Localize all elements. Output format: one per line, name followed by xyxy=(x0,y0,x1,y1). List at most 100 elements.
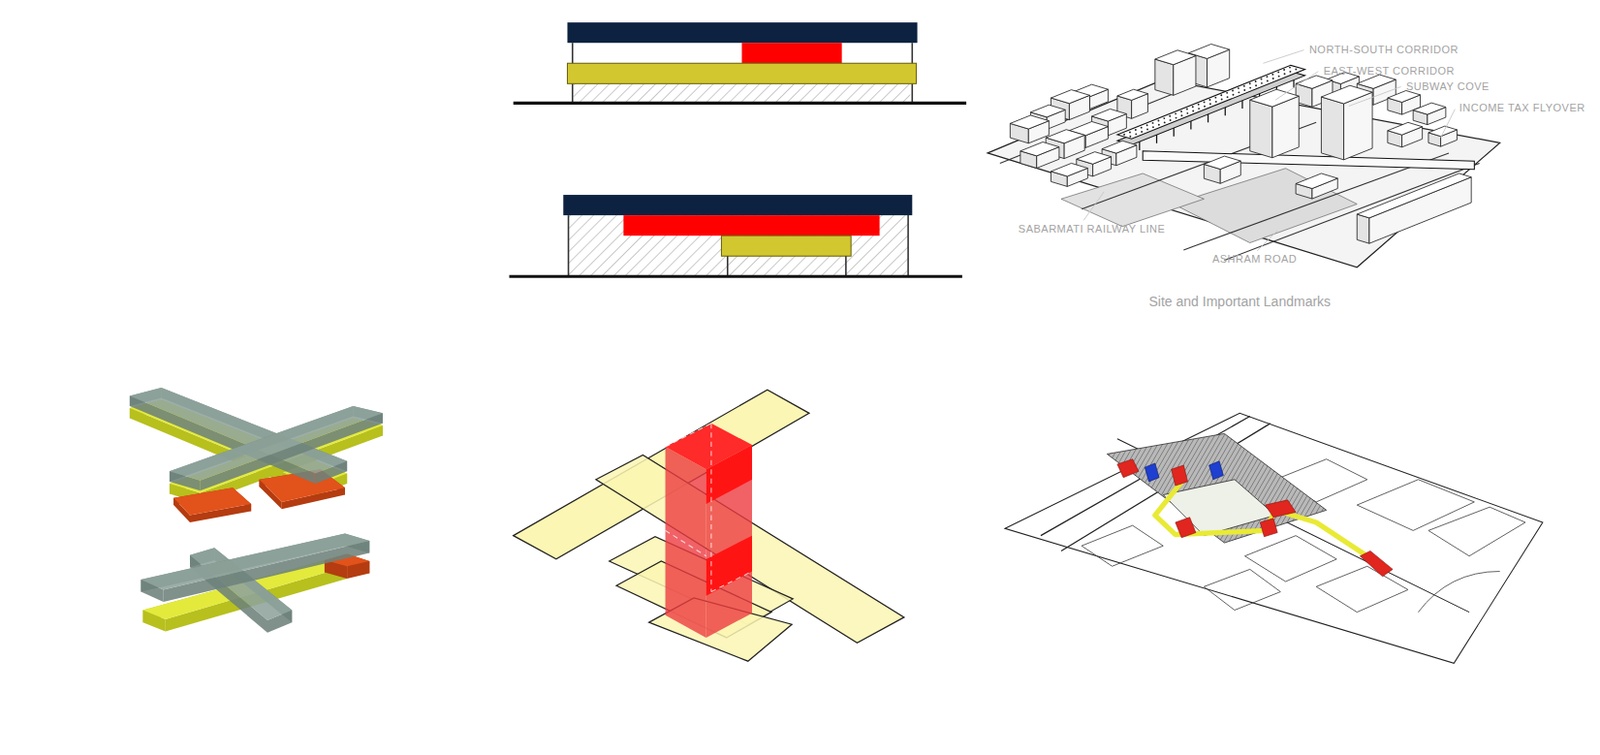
red-block xyxy=(1265,500,1297,518)
planes-diagram xyxy=(513,389,905,661)
deck-dot xyxy=(1146,124,1149,126)
site-ground xyxy=(987,79,1500,268)
deck-dot xyxy=(1231,90,1234,93)
deck-dot xyxy=(1192,110,1194,113)
buildings-back xyxy=(1009,43,1457,148)
building-face xyxy=(1050,162,1088,176)
road-line xyxy=(1223,162,1479,260)
deck-dot xyxy=(1288,66,1291,69)
red-block xyxy=(1171,465,1189,486)
leader-line xyxy=(1083,191,1104,220)
dashed-line xyxy=(665,530,707,556)
core-solid xyxy=(706,444,753,504)
leader-line xyxy=(1256,230,1278,251)
red-block xyxy=(1359,550,1393,576)
deck-dot xyxy=(1272,77,1275,80)
roof-slab xyxy=(566,22,917,43)
deck-dot xyxy=(1192,105,1194,108)
building-face xyxy=(1155,50,1196,65)
building xyxy=(1050,162,1088,187)
deck-dot xyxy=(1134,128,1137,131)
deck-dot xyxy=(1243,89,1246,92)
prism-top xyxy=(173,487,251,515)
deck-dot xyxy=(1215,100,1218,103)
landmark-label: INCOME TAX FLYOVER xyxy=(1459,101,1586,114)
deck-dot xyxy=(1288,70,1291,73)
building-face xyxy=(1320,85,1373,104)
site-plan xyxy=(1004,412,1543,663)
building-face xyxy=(1387,90,1421,102)
core-solid xyxy=(706,535,753,597)
building xyxy=(1020,142,1060,169)
building xyxy=(1428,125,1457,147)
deck-dot xyxy=(1283,68,1286,71)
deck-dot xyxy=(1129,135,1131,138)
building-face xyxy=(1320,96,1344,160)
roof-slab xyxy=(563,194,912,216)
deck-dot xyxy=(1203,100,1206,103)
building-face xyxy=(1009,115,1049,129)
deck-dot xyxy=(1232,94,1235,96)
blue-block xyxy=(1144,463,1160,482)
open-plot xyxy=(1061,173,1204,227)
building-face xyxy=(1076,152,1112,165)
station-area xyxy=(1106,433,1326,543)
blue-blocks xyxy=(1144,461,1224,482)
building xyxy=(1250,89,1300,158)
yellow-deck xyxy=(721,235,851,256)
deck-dot xyxy=(1180,114,1183,117)
leader-line xyxy=(1441,109,1456,138)
red-volume xyxy=(741,42,842,63)
hatched-base xyxy=(568,215,910,277)
leader-lines xyxy=(1083,50,1455,251)
deck-dot xyxy=(1158,124,1161,126)
yellow-deck xyxy=(566,62,916,84)
deck-dot xyxy=(1254,84,1257,87)
deck-dot xyxy=(1294,68,1297,71)
deck-dot xyxy=(1221,98,1224,101)
deck-dot xyxy=(1175,117,1178,120)
building-face xyxy=(1428,125,1457,137)
deck-dot xyxy=(1203,105,1206,108)
deck-dot xyxy=(1249,82,1252,85)
deck-dot xyxy=(1214,96,1217,99)
building-face xyxy=(1250,89,1300,107)
landmark-label: SABARMATI RAILWAY LINE xyxy=(1018,222,1166,235)
dashed-line xyxy=(710,423,712,593)
red-volume xyxy=(623,215,879,236)
deck-dot xyxy=(1140,130,1143,133)
deck-dot xyxy=(1277,70,1280,73)
leader-line xyxy=(1349,86,1402,106)
deck-dot xyxy=(1209,102,1212,105)
building-face xyxy=(1356,173,1472,219)
deck-dot xyxy=(1134,132,1137,135)
building-face xyxy=(1020,142,1060,157)
dashed-line xyxy=(665,423,712,447)
deck-dot xyxy=(1168,115,1171,118)
deck-dot xyxy=(1284,72,1287,75)
deck-dot xyxy=(1226,95,1229,98)
building-face xyxy=(1030,104,1066,118)
deck-dot xyxy=(1180,110,1183,113)
deck-dot xyxy=(1243,85,1246,88)
deck-dot xyxy=(1152,122,1155,125)
red-block xyxy=(1117,459,1139,478)
deck-dot xyxy=(1129,130,1131,133)
deck-dot xyxy=(1225,92,1228,95)
red-block xyxy=(1259,518,1278,537)
deck-dot xyxy=(1220,94,1223,96)
building-face xyxy=(1092,108,1128,122)
prism-sides xyxy=(169,406,383,491)
plan-block xyxy=(1356,479,1475,532)
buildings-front xyxy=(1020,85,1472,244)
plan-block xyxy=(1316,565,1409,612)
red-block xyxy=(1175,517,1196,538)
deck-dot xyxy=(1163,121,1166,124)
deck-dot xyxy=(1265,75,1268,78)
prism-sides xyxy=(173,487,251,523)
building xyxy=(1203,156,1241,184)
building xyxy=(1009,115,1049,144)
deck-dot xyxy=(1271,73,1274,76)
plan-block xyxy=(1244,535,1337,582)
ground-line xyxy=(513,101,967,105)
